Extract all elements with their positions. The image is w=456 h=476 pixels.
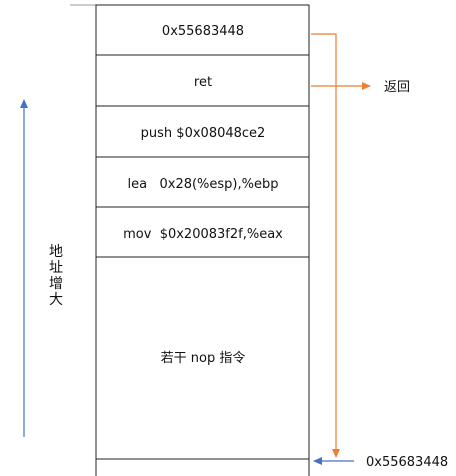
cell-lea: lea 0x28(%esp),%ebp bbox=[128, 177, 279, 192]
cell-address: 0x55683448 bbox=[162, 24, 244, 39]
cell-mov: mov $0x20083f2f,%eax bbox=[123, 227, 283, 242]
cell-nop-sled: 若干 nop 指令 bbox=[161, 350, 246, 366]
orange-pointer-arrow bbox=[311, 33, 340, 458]
return-label: 返回 bbox=[384, 80, 410, 95]
growth-char: 大 bbox=[49, 292, 63, 308]
growth-char: 址 bbox=[49, 260, 63, 276]
address-growth-label: 地 址 增 大 bbox=[48, 244, 64, 308]
growth-char: 增 bbox=[49, 276, 63, 292]
stack-outline bbox=[95, 4, 310, 476]
cell-ret: ret bbox=[194, 75, 212, 90]
target-address-label: 0x55683448 bbox=[366, 455, 448, 470]
cell-push: push $0x08048ce2 bbox=[141, 126, 266, 141]
growth-char: 地 bbox=[49, 244, 63, 260]
